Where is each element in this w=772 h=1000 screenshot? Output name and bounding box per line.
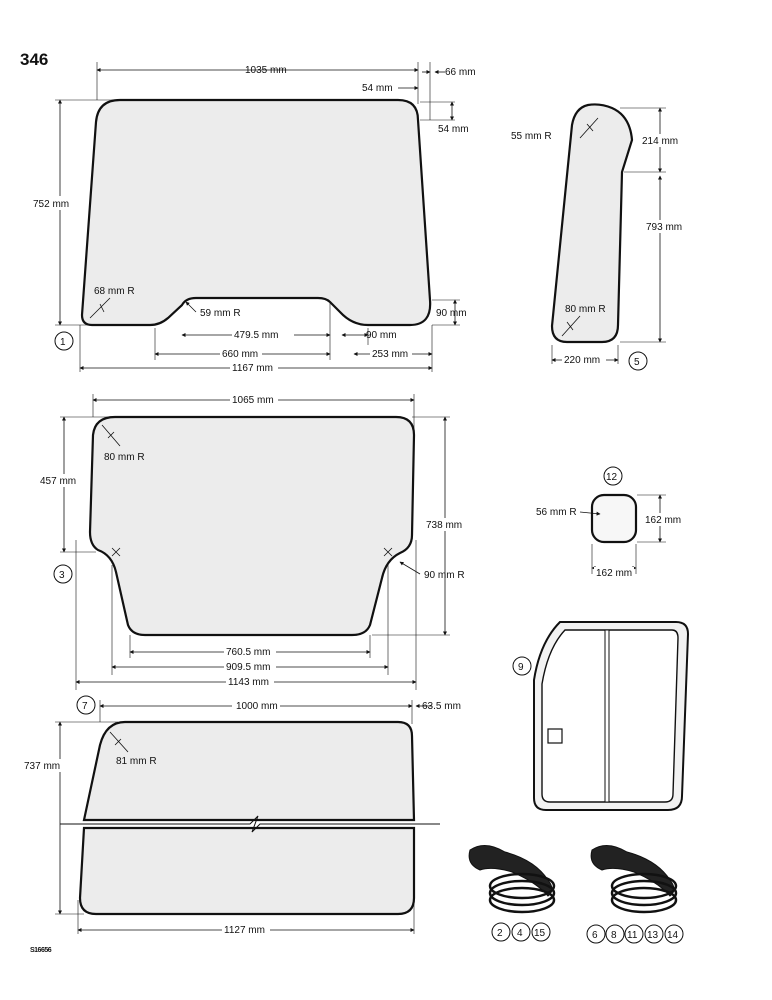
dim-90-right: 90 mm	[436, 308, 467, 319]
panel-3: 1065 mm 457 mm 738 mm 80 mm R 90 mm R 76…	[38, 393, 468, 690]
panel-5-glass	[550, 103, 634, 344]
callout-11: 11	[627, 930, 638, 941]
dim-253: 253 mm	[372, 349, 408, 360]
page-number: 346	[20, 50, 49, 69]
dim-56r: 56 mm R	[536, 507, 577, 518]
callout-13: 13	[647, 930, 659, 941]
callout-4: 4	[517, 928, 523, 939]
dim-55r: 55 mm R	[511, 131, 552, 142]
callout-2: 2	[497, 928, 503, 939]
callout-6: 6	[592, 930, 598, 941]
panel-7: 7 1000 mm 63.5 mm 737 mm 81 mm R 1127 mm	[22, 695, 461, 936]
callout-12: 12	[606, 472, 618, 483]
callout-1: 1	[60, 337, 66, 348]
dim-220: 220 mm	[564, 355, 600, 366]
dim-54-h: 54 mm	[362, 83, 393, 94]
dim-54-v: 54 mm	[438, 124, 469, 135]
dim-760: 760.5 mm	[226, 647, 270, 658]
callout-3: 3	[59, 570, 65, 581]
dim-162-h: 162 mm	[645, 515, 681, 526]
seal-roll-b: 6 8 11 13 14	[586, 845, 684, 944]
callout-9: 9	[518, 662, 524, 673]
door-latch-icon	[547, 728, 563, 744]
dim-752: 752 mm	[33, 199, 69, 210]
dim-793: 793 mm	[646, 222, 682, 233]
dim-738: 738 mm	[426, 520, 462, 531]
panel-7-lower-glass	[78, 826, 416, 916]
callout-8: 8	[611, 930, 617, 941]
dim-660: 660 mm	[222, 349, 258, 360]
panel-12-glass	[590, 493, 638, 544]
panel-1: 1035 mm 66 mm 54 mm 54 mm 752 mm 68 mm R…	[32, 62, 476, 374]
panel-12: 12 56 mm R 162 mm 162 mm	[536, 466, 683, 580]
panel-9: 9	[512, 621, 690, 811]
callout-15: 15	[534, 928, 546, 939]
dim-80r-3: 80 mm R	[104, 452, 145, 463]
panel-3-glass	[88, 415, 416, 637]
figure-reference: S16656	[30, 947, 52, 954]
dim-457: 457 mm	[40, 476, 76, 487]
callout-7: 7	[82, 701, 88, 712]
dim-1035: 1035 mm	[245, 65, 287, 76]
dim-1000: 1000 mm	[236, 701, 278, 712]
dim-80r-5: 80 mm R	[565, 304, 606, 315]
panel-7-upper-glass	[82, 720, 416, 822]
dim-59r: 59 mm R	[200, 308, 241, 319]
dim-68r: 68 mm R	[94, 286, 135, 297]
dim-1143: 1143 mm	[228, 677, 269, 688]
dim-81r: 81 mm R	[116, 756, 157, 767]
callout-14: 14	[667, 930, 679, 941]
dim-63-5: 63.5 mm	[422, 701, 461, 712]
dim-90r: 90 mm R	[424, 570, 465, 581]
dim-90-notch: 90 mm	[366, 330, 397, 341]
dim-1127: 1127 mm	[224, 925, 265, 936]
panel-1-glass	[80, 98, 432, 327]
dim-479: 479.5 mm	[234, 330, 278, 341]
dim-162-w: 162 mm	[596, 568, 632, 579]
callout-5: 5	[634, 357, 640, 368]
panel-5: 214 mm 793 mm 55 mm R 80 mm R 220 mm 5	[511, 103, 688, 371]
dim-214: 214 mm	[642, 136, 678, 147]
dim-66: 66 mm	[445, 67, 476, 78]
dim-737: 737 mm	[24, 761, 60, 772]
seal-roll-a: 2 4 15	[468, 845, 556, 942]
dim-1167: 1167 mm	[232, 363, 273, 374]
dim-909: 909.5 mm	[226, 662, 270, 673]
dim-1065: 1065 mm	[232, 395, 274, 406]
